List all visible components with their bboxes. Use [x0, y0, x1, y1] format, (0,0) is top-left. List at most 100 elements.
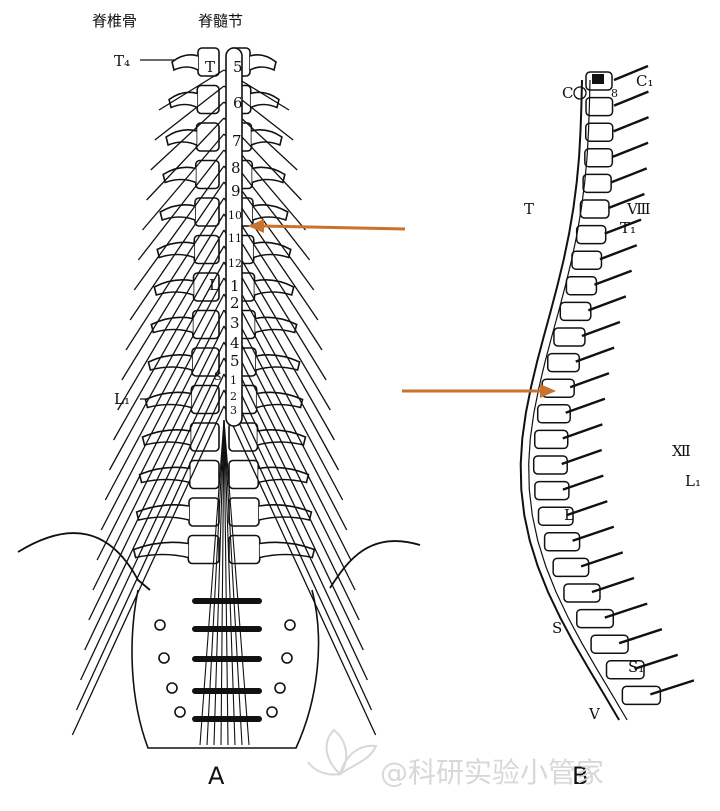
vertebra-body-b	[534, 480, 570, 501]
spinous-nerve-b	[613, 64, 649, 82]
nerve-root	[223, 309, 352, 561]
vertebra-body	[228, 497, 260, 527]
segment-number: 10	[228, 209, 242, 222]
segment-number: 2	[230, 294, 240, 312]
cauda-equina-filament	[220, 419, 225, 746]
segment-number: 4	[230, 334, 240, 352]
nerve-root	[150, 101, 225, 171]
transverse-process	[159, 204, 196, 222]
segment-number: 1	[230, 277, 240, 295]
segment-number: 12	[228, 257, 242, 270]
label-t4: T₄	[114, 52, 130, 70]
nerve-root	[92, 325, 225, 591]
nerve-root	[142, 133, 225, 231]
transverse-process	[162, 166, 197, 184]
spinous-nerve-b	[587, 295, 627, 312]
vertebra-letter-l: L	[209, 276, 219, 294]
arrow-a	[248, 219, 406, 233]
label-t1: T₁	[620, 219, 636, 237]
sacrum-outline	[131, 589, 320, 749]
nerve-root	[133, 165, 225, 291]
nerve-root	[100, 293, 225, 531]
sacral-foramen	[154, 619, 166, 631]
nerve-root	[137, 149, 225, 261]
transverse-process	[132, 541, 189, 559]
vertebra-body-b	[537, 506, 574, 526]
transverse-process	[251, 129, 283, 147]
vertebra-body	[188, 459, 220, 490]
label-s: S	[552, 619, 562, 637]
spinous-nerve-b	[618, 628, 663, 645]
leaf-logo-icon	[307, 728, 378, 777]
nerve-root	[223, 325, 356, 591]
label-l1: L₁	[685, 472, 701, 490]
transverse-process	[150, 316, 193, 334]
vertebra-body-b	[559, 301, 592, 322]
vertebra-body-b	[579, 199, 610, 219]
transverse-process	[258, 504, 313, 521]
label-s1: S₁	[628, 658, 644, 676]
segment-number: 5	[230, 352, 240, 370]
spinous-nerve-b	[594, 269, 633, 286]
segment-number: 5	[233, 58, 243, 76]
vertebra-body	[191, 309, 220, 340]
spinous-nerve-b	[562, 423, 603, 440]
vertebra-body-b	[571, 250, 603, 270]
segment-number: 7	[232, 132, 242, 150]
vertebral-column-a	[132, 47, 316, 722]
transverse-process	[171, 54, 199, 72]
nerve-root	[88, 341, 225, 621]
transverse-process	[135, 504, 190, 521]
sacral-foramen	[174, 706, 186, 718]
sacral-foramen	[284, 619, 296, 631]
nerve-root	[125, 197, 225, 351]
spinous-nerve-b	[562, 474, 604, 491]
nerve-root	[223, 293, 348, 531]
nerve-root	[223, 405, 377, 736]
nerve-root	[158, 69, 225, 111]
spinous-nerve-b	[604, 218, 642, 235]
vertebra-body	[228, 459, 260, 490]
arrow-b	[402, 384, 556, 398]
segment-number: 3	[230, 404, 237, 417]
nerve-root	[129, 181, 225, 321]
pelvis-outline	[17, 532, 421, 591]
vertebra-body-b	[533, 429, 569, 450]
vertebra-body-b	[590, 634, 629, 654]
sacral-foramen	[158, 652, 170, 664]
sacral-foramen	[166, 682, 178, 694]
vertebra-body-b	[585, 96, 614, 117]
vertebra-body-b	[584, 148, 614, 168]
nerve-root	[71, 405, 225, 736]
cauda-equina-filament	[206, 419, 225, 746]
nerve-root	[108, 261, 225, 471]
spinal-cord-a	[225, 47, 243, 427]
nerve-root	[96, 309, 225, 561]
nerve-root	[223, 341, 360, 621]
spinous-nerve-b	[613, 90, 649, 107]
sacral-foramen	[281, 652, 293, 664]
segment-number: 8	[231, 159, 241, 177]
vertebra-letter-t: T	[205, 58, 215, 76]
nerve-root	[223, 277, 344, 501]
transverse-process	[165, 129, 197, 147]
label-c1: C₁	[636, 72, 654, 90]
nerve-root	[223, 261, 340, 471]
spinous-nerve-b	[561, 448, 603, 466]
nerve-root	[223, 389, 373, 711]
panel-b: C C₁ 8 T T₁ Ⅷ Ⅻ L L₁ S S₁ V B	[402, 64, 701, 790]
nerve-root	[80, 373, 225, 681]
segment-number: 11	[228, 232, 242, 245]
vertebra-letter-s: S	[214, 370, 222, 383]
transverse-process	[141, 429, 191, 446]
spinous-nerve-b	[608, 192, 645, 210]
label-viii: Ⅷ	[626, 200, 651, 218]
watermark-text: @科研实验小管家	[380, 756, 604, 789]
transverse-process	[259, 541, 316, 559]
nerve-root	[223, 357, 364, 651]
nerve-root	[154, 85, 225, 141]
cauda-equina-filament	[223, 419, 243, 746]
vertebra-body	[194, 159, 220, 190]
spinous-nerve-b	[575, 346, 615, 363]
vertebra-body-b	[584, 122, 614, 142]
